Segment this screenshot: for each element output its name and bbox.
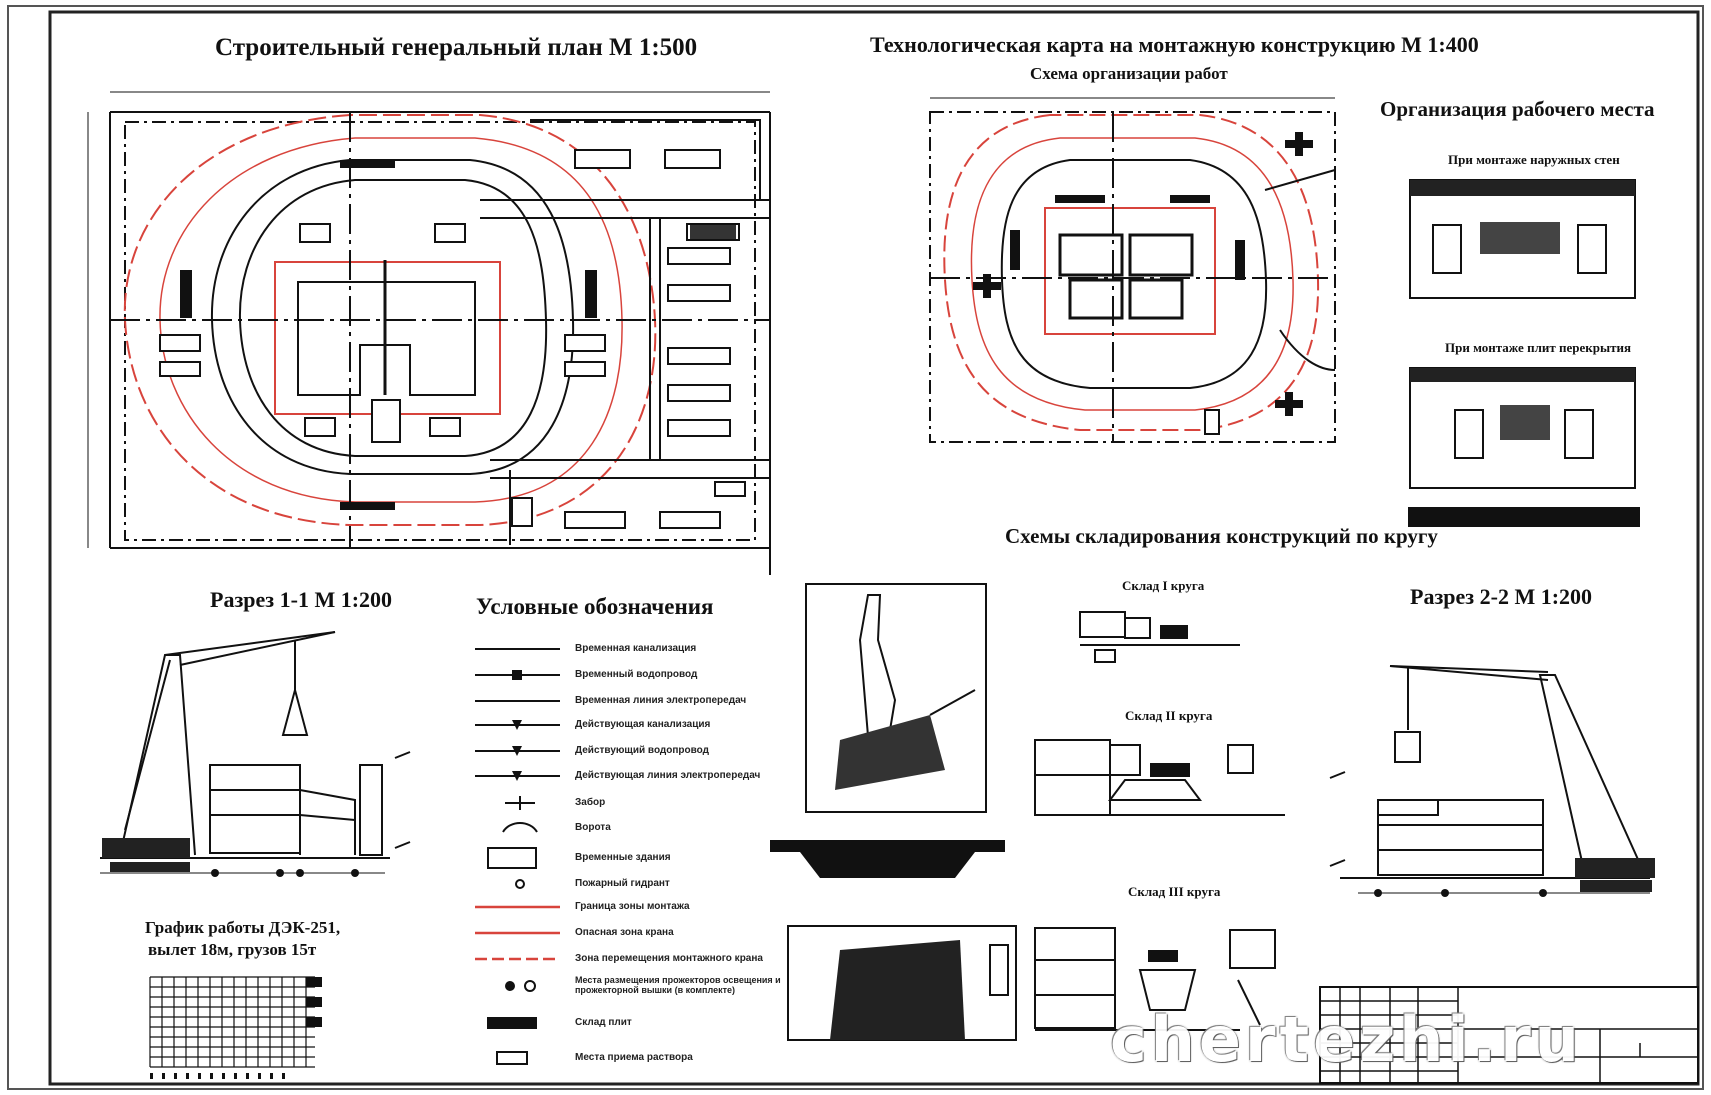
section-2-title: Разрез 2-2 М 1:200 [1410,584,1593,609]
legend-item-mortar: Места приема раствора [575,1052,693,1063]
crane-chart-title: График работы ДЭК-251, [145,918,341,937]
legend-item-water: Действующий водопровод [575,745,709,756]
legend-item-gate: Ворота [575,822,611,833]
crane-chart-subtitle: вылет 18м, грузов 15т [148,940,317,959]
legend-item-crane-path: Зона перемещения монтажного крана [575,953,763,964]
tech-map-title: Технологическая карта на монтажную конст… [870,32,1479,57]
legend-item-mount-zone: Граница зоны монтажа [575,901,690,912]
legend-item-power: Действующая линия электропередач [575,770,761,781]
workplace-subtitle-1: При монтаже наружных стен [1448,152,1620,167]
storage-schemes-title: Схемы складирования конструкций по кругу [1005,524,1438,548]
legend-item-floodlights: Места размещения прожекторов освещения и… [575,975,781,995]
legend-item-sewer: Действующая канализация [575,719,711,730]
workplace-subtitle-2: При монтаже плит перекрытия [1445,340,1632,355]
legend-item-temp-sewer: Временная канализация [575,643,697,654]
watermark: chertezhi.ru [1110,1003,1583,1076]
storage-1-title: Склад I круга [1122,578,1205,593]
legend-item-danger-zone: Опасная зона крана [575,927,674,938]
storage-3-title: Склад III круга [1128,884,1221,899]
legend-item-fence: Забор [575,797,606,808]
section-1-title: Разрез 1-1 М 1:200 [210,587,393,612]
legend-item-temp-water: Временный водопровод [575,669,698,680]
site-plan-title: Строительный генеральный план М 1:500 [215,34,698,61]
legend-item-temp-power: Временная линия электропередач [575,695,747,706]
storage-2-title: Склад II круга [1125,708,1213,723]
legend-title: Условные обозначения [476,594,714,619]
workplace-title: Организация рабочего места [1380,97,1655,121]
legend-item-hydrant: Пожарный гидрант [575,878,670,889]
legend-item-temp-buildings: Временные здания [575,852,671,863]
tech-map-subtitle: Схема организации работ [1030,64,1228,83]
legend-item-slab-store: Склад плит [575,1017,632,1028]
